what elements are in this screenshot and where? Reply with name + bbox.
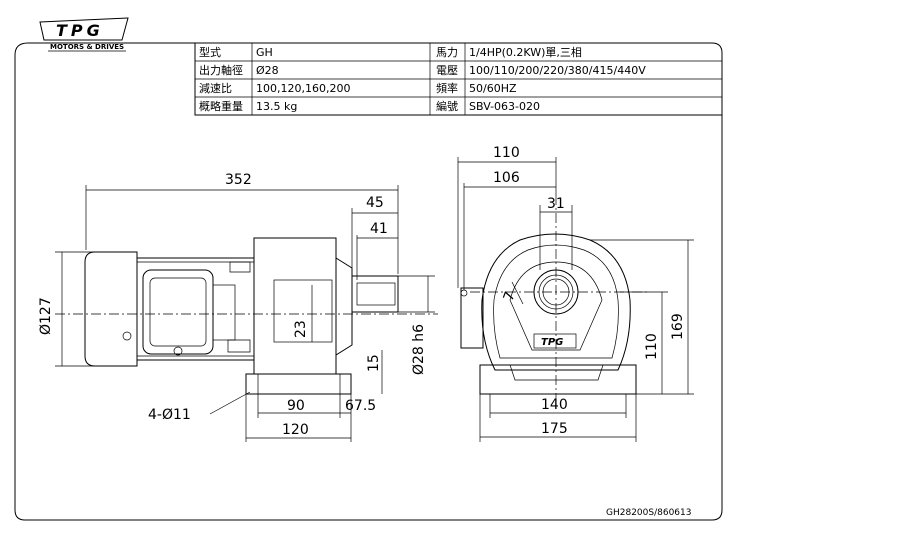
- mounting-foot: [245, 373, 352, 395]
- drawing-border: [14, 42, 723, 521]
- dim-shaft-diameter: Ø28 h6: [411, 324, 427, 375]
- spec-label-shaft: 出力軸徑: [199, 63, 243, 77]
- spec-value-ratio: 100,120,160,200: [256, 82, 350, 95]
- dim-base-offset: 15: [366, 354, 382, 372]
- dim-foot-hole-pitch: 90: [287, 398, 305, 414]
- motor-housing: [136, 257, 255, 361]
- dim-foot-hole-spacing: 140: [541, 397, 568, 413]
- label-mount-holes: 4-Ø11: [148, 407, 191, 423]
- screw-icon: [122, 331, 132, 341]
- front-housing: [481, 233, 631, 371]
- spec-value-voltage: 100/110/200/220/380/415/440V: [469, 64, 646, 77]
- nameplate: [533, 333, 577, 349]
- spec-value-shaft: Ø28: [256, 64, 279, 77]
- logo: TPG MOTORS & DRIVES: [39, 17, 129, 52]
- terminal-box: [142, 269, 214, 355]
- front-terminal-box: [460, 287, 484, 349]
- dim-foot-length: 120: [282, 422, 309, 438]
- dim-overall-height: 169: [670, 313, 686, 340]
- side-view: 352 45 41 Ø127 23 15 Ø28 h6 4-Ø11 9: [38, 172, 438, 442]
- spec-value-weight: 13.5 kg: [256, 100, 297, 113]
- spec-table: 型式 GH 出力軸徑 Ø28 減速比 100,120,160,200 概略重量 …: [194, 43, 722, 116]
- dim-shaft-height: 110: [644, 333, 660, 360]
- logo-brand: TPG: [56, 21, 104, 40]
- spec-label-power: 馬力: [436, 46, 458, 59]
- screw-icon: [173, 346, 183, 356]
- spec-label-frequency: 頻率: [436, 81, 458, 95]
- output-shaft: [351, 275, 399, 313]
- drawing-number: GH28200S/860613: [606, 508, 691, 518]
- logo-mark: [39, 17, 129, 41]
- spec-value-frequency: 50/60HZ: [469, 82, 517, 95]
- spec-label-code: 編號: [436, 99, 458, 113]
- spec-label-voltage: 電壓: [436, 64, 458, 77]
- spec-label-model: 型式: [199, 45, 221, 59]
- dim-overall-length: 352: [225, 172, 252, 188]
- spec-value-model: GH: [256, 46, 273, 59]
- front-view: TPG 110 106 31 7 110 169: [457, 145, 694, 442]
- motor-end-cap: [84, 251, 138, 367]
- front-cover: [509, 261, 603, 351]
- spec-label-weight: 概略重量: [199, 99, 243, 113]
- front-base: [479, 364, 637, 395]
- dim-front-key-width: 31: [547, 196, 565, 212]
- dim-foot-width: 175: [541, 421, 568, 437]
- spec-value-power: 1/4HP(0.2KW)單,三相: [469, 46, 582, 59]
- dim-front-width-outer: 110: [493, 145, 520, 161]
- dim-front-width-inner: 106: [493, 170, 520, 186]
- dim-key-offset: 23: [293, 320, 309, 338]
- dim-shaft-key-length: 41: [370, 221, 388, 237]
- gearbox-housing: [253, 237, 337, 375]
- spec-label-ratio: 減速比: [199, 81, 232, 95]
- dim-front-key-depth: 7: [501, 290, 519, 304]
- nameplate-logo: TPG: [541, 337, 563, 348]
- logo-tagline: MOTORS & DRIVES: [50, 43, 124, 51]
- dim-foot-edge: 67.5: [345, 398, 376, 414]
- gearbox-flange: [335, 257, 353, 356]
- dim-motor-diameter: Ø127: [38, 297, 54, 335]
- spec-value-code: SBV-063-020: [469, 100, 540, 113]
- dim-shaft-length: 45: [366, 195, 384, 211]
